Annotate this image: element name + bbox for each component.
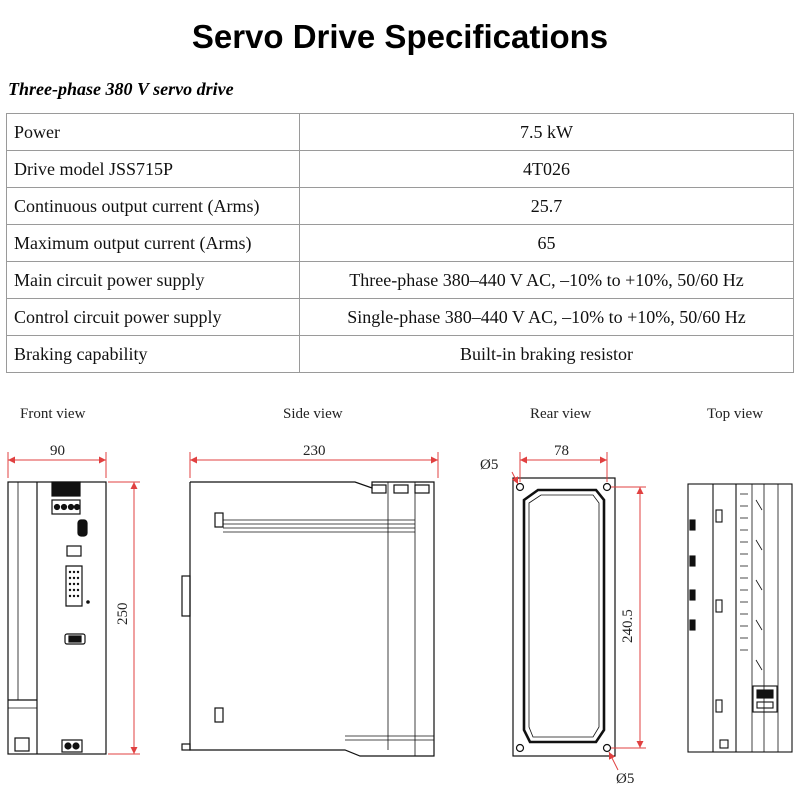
table-row: Main circuit power supply Three-phase 38… [6, 261, 794, 299]
spec-value-braking: Built-in braking resistor [299, 335, 794, 373]
table-subtitle: Three-phase 380 V servo drive [8, 79, 234, 99]
spec-label-braking: Braking capability [6, 335, 300, 373]
table-row: Continuous output current (Arms) 25.7 [6, 187, 794, 225]
dimension-values: 90 250 230 78 240.5 Ø5 Ø5 [50, 443, 636, 787]
front-dimensions [7, 452, 140, 755]
rear-view-label: Rear view [530, 406, 592, 422]
side-dimensions [189, 452, 439, 478]
rear-dimensions [511, 452, 646, 771]
spec-value-continuous-current: 25.7 [299, 187, 794, 225]
table-row: Maximum output current (Arms) 65 [6, 224, 794, 262]
spec-value-control-supply: Single-phase 380–440 V AC, –10% to +10%,… [299, 298, 794, 336]
rear-hole-bottom-label: Ø5 [616, 771, 634, 787]
table-row: Control circuit power supply Single-phas… [6, 298, 794, 336]
side-view-drawing [181, 481, 435, 757]
front-width-value: 90 [50, 443, 65, 459]
spec-label-continuous-current: Continuous output current (Arms) [6, 187, 300, 225]
front-view-drawing [7, 481, 107, 755]
spec-label-max-current: Maximum output current (Arms) [6, 224, 300, 262]
spec-table: Power 7.5 kW Drive model JSS715P 4T026 C… [6, 113, 794, 373]
page-title: Servo Drive Specifications [191, 18, 609, 55]
side-view-label: Side view [283, 406, 343, 422]
front-view-label: Front view [20, 406, 86, 422]
spec-value-model: 4T026 [299, 150, 794, 188]
rear-spacing-value: 78 [554, 443, 569, 459]
top-view-drawing [687, 483, 793, 753]
table-row: Braking capability Built-in braking resi… [6, 335, 794, 373]
side-depth-value: 230 [303, 443, 326, 459]
table-row: Power 7.5 kW [6, 113, 794, 151]
top-view-label: Top view [707, 406, 764, 422]
rear-hole-top-label: Ø5 [480, 457, 498, 473]
spec-value-power: 7.5 kW [299, 113, 794, 151]
spec-label-control-supply: Control circuit power supply [6, 298, 300, 336]
front-height-value: 250 [115, 603, 131, 626]
rear-height-value: 240.5 [620, 609, 636, 643]
rear-view-drawing [512, 477, 616, 757]
spec-label-main-supply: Main circuit power supply [6, 261, 300, 299]
